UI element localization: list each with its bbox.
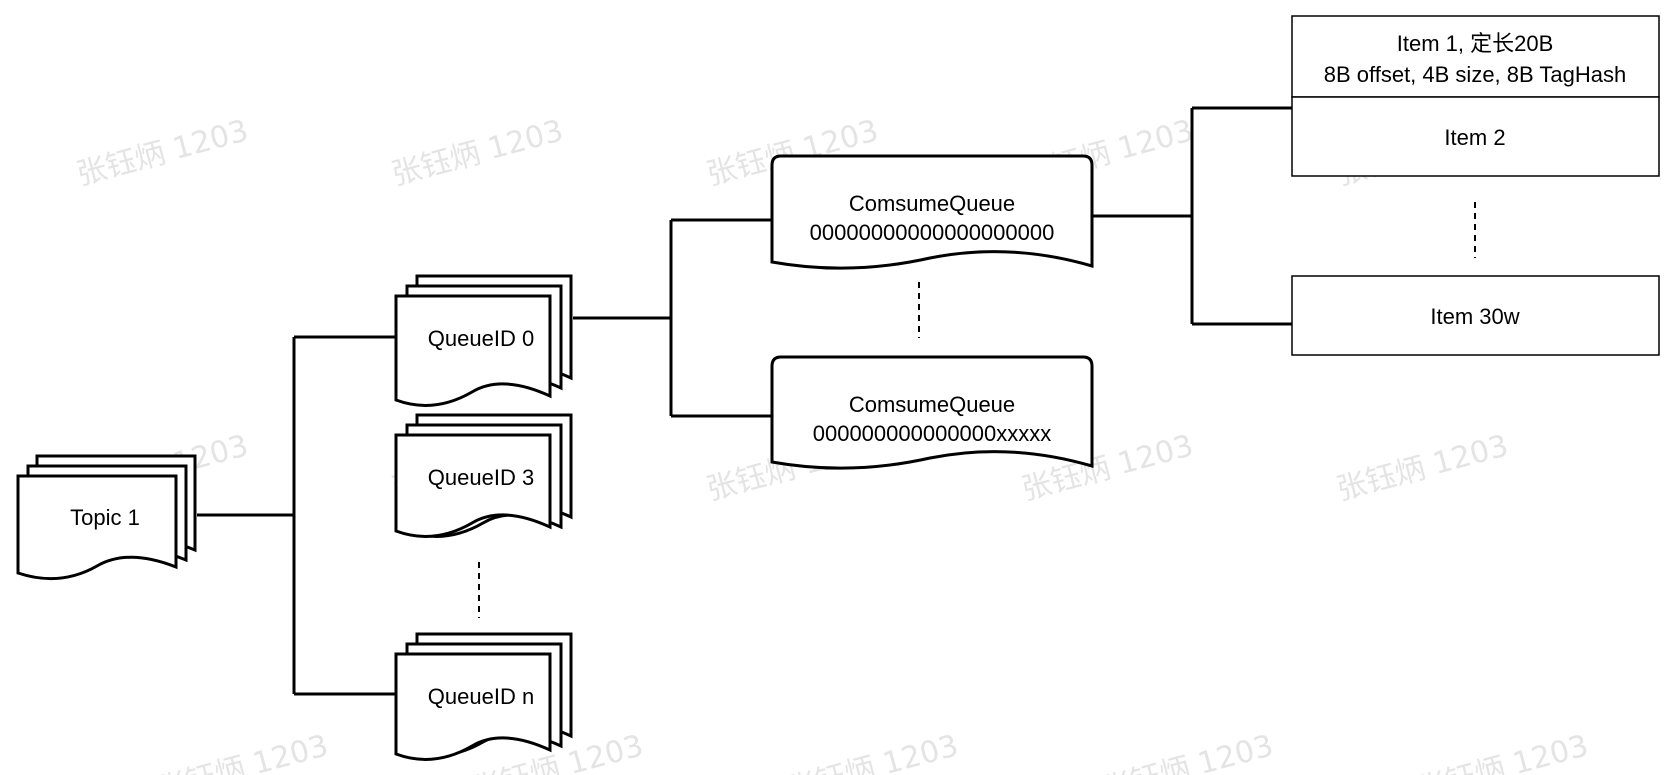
watermark: 张钰炳 1203 <box>1413 728 1592 775</box>
queue-label: QueueID 0 <box>428 326 534 351</box>
item-box <box>1291 275 1660 356</box>
consumequeue-node: ComsumeQueue 00000000000000000000 <box>770 154 1094 270</box>
item-detail: 8B offset, 4B size, 8B TagHash <box>1324 62 1626 87</box>
consumequeue-to-items-connector <box>1092 106 1292 326</box>
watermark: 张钰炳 1203 <box>73 113 252 192</box>
queue-page-front <box>394 652 552 761</box>
item-box <box>1291 15 1660 98</box>
consumequeue-name: 000000000000000xxxxx <box>813 421 1052 446</box>
item-label: Item 30w <box>1430 304 1519 329</box>
topic-to-queues-connector <box>197 335 396 696</box>
queue-page-front <box>394 294 552 407</box>
watermark: 张钰炳 1203 <box>783 728 962 775</box>
item-group: Item 1, 定长20B 8B offset, 4B size, 8B Tag… <box>1291 15 1660 356</box>
queue-node: QueueID n <box>394 632 573 761</box>
queue-to-consumequeue-connector <box>573 218 772 418</box>
queue-label: QueueID 3 <box>428 465 534 490</box>
consumequeue-title: ComsumeQueue <box>849 191 1015 216</box>
item-box <box>1291 96 1660 177</box>
topic-label: Topic 1 <box>70 505 140 530</box>
topic-page-front <box>16 474 178 581</box>
queue-label: QueueID n <box>428 684 534 709</box>
ellipsis-lines <box>478 202 1476 618</box>
watermark: 张钰炳 1203 <box>1333 428 1512 507</box>
queue-page-front <box>394 433 552 538</box>
watermark: 张钰炳 1203 <box>1098 728 1277 775</box>
consumequeue-node: ComsumeQueue 000000000000000xxxxx <box>770 355 1094 470</box>
item-title: Item 1, 定长20B <box>1397 31 1554 56</box>
watermark: 张钰炳 1203 <box>388 113 567 192</box>
consumequeue-shape <box>770 355 1094 470</box>
consumequeue-shape <box>770 154 1094 270</box>
queue-node: QueueID 0 <box>394 274 573 407</box>
queue-node: QueueID 3 <box>394 413 573 538</box>
topic-node: Topic 1 <box>16 454 197 581</box>
watermark: 张钰炳 1203 <box>153 728 332 775</box>
consumequeue-name: 00000000000000000000 <box>810 220 1055 245</box>
item-label: Item 2 <box>1444 125 1505 150</box>
consumequeue-title: ComsumeQueue <box>849 392 1015 417</box>
connector-lines <box>197 106 1292 696</box>
